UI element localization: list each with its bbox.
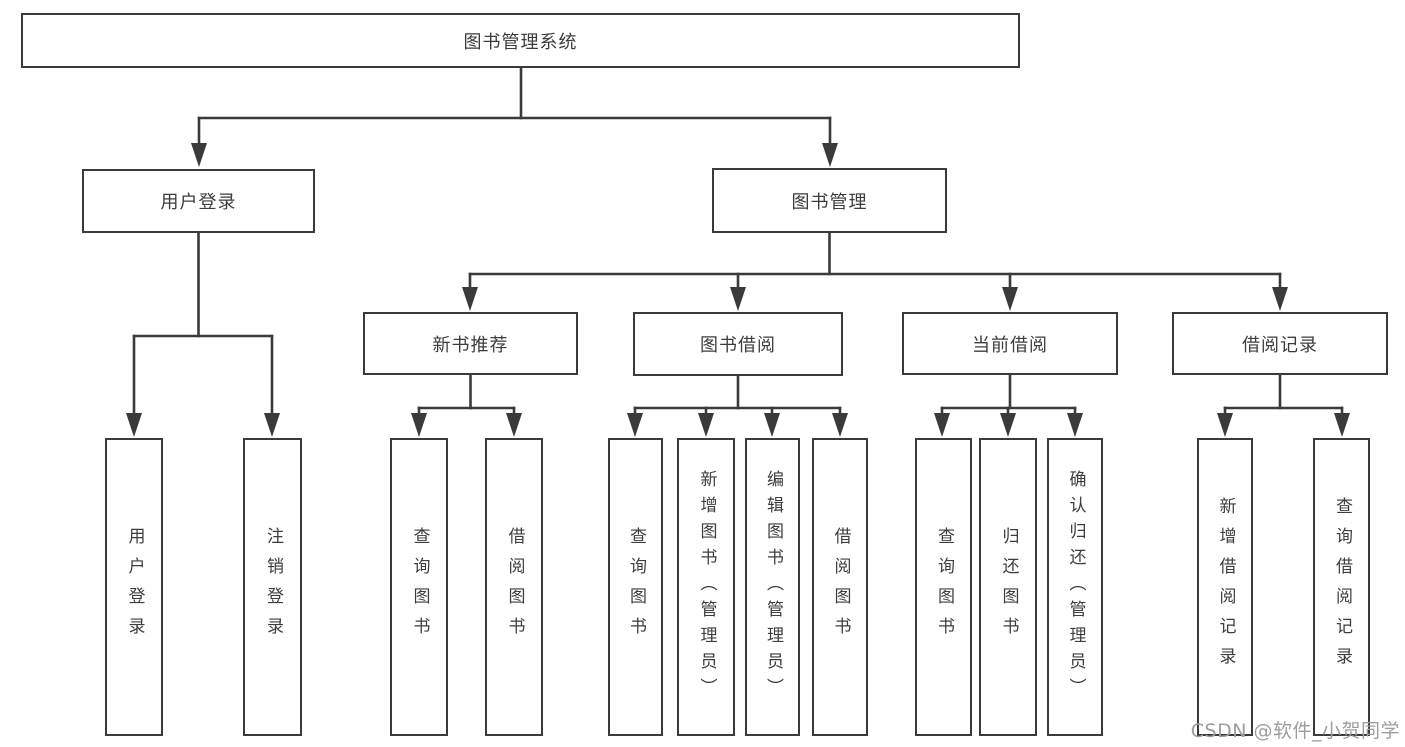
node-new-book-recommend: 新书推荐	[363, 312, 578, 375]
node-current-borrow: 当前借阅	[902, 312, 1118, 375]
leaf-borrow-books-recommend: 借阅图书	[485, 438, 543, 736]
leaf-edit-book-admin: 编辑图书（管理员）	[745, 438, 800, 736]
leaf-logout: 注销登录	[243, 438, 302, 736]
node-label: 借阅记录	[1242, 334, 1318, 356]
node-label: 图书借阅	[700, 335, 776, 356]
leaf-return-books: 归还图书	[979, 438, 1037, 736]
node-label: 用户登录	[160, 192, 237, 213]
node-book-management: 图书管理	[712, 168, 947, 233]
node-book-borrow: 图书借阅	[633, 312, 843, 376]
leaf-label: 查询图书	[409, 527, 430, 647]
leaf-label: 借阅图书	[504, 527, 525, 647]
leaf-label: 查询图书	[934, 527, 954, 647]
node-borrow-records: 借阅记录	[1172, 312, 1388, 375]
leaf-label: 借阅图书	[830, 527, 851, 647]
leaf-query-books-borrow: 查询图书	[608, 438, 663, 736]
leaf-label: 注销登录	[263, 527, 283, 647]
leaf-label: 新增借阅记录	[1215, 497, 1236, 677]
leaf-confirm-return-admin: 确认归还（管理员）	[1047, 438, 1103, 736]
leaf-label: 新增图书（管理员）	[696, 470, 717, 704]
watermark: CSDN @软件_小贺同学	[1190, 720, 1400, 742]
leaf-label: 查询借阅记录	[1332, 497, 1352, 677]
node-label: 新书推荐	[432, 334, 509, 356]
leaf-borrow-books: 借阅图书	[812, 438, 868, 736]
leaf-add-book-admin: 新增图书（管理员）	[677, 438, 735, 736]
node-label: 图书管理系统	[463, 31, 578, 53]
leaf-query-books-recommend: 查询图书	[390, 438, 448, 736]
leaf-add-borrow-record: 新增借阅记录	[1197, 438, 1253, 736]
leaf-label: 查询图书	[626, 527, 646, 647]
node-user-login: 用户登录	[82, 169, 315, 233]
leaf-label: 编辑图书（管理员）	[763, 470, 783, 704]
node-label: 当前借阅	[972, 334, 1048, 356]
node-label: 图书管理	[791, 191, 868, 213]
leaf-label: 归还图书	[998, 527, 1019, 647]
leaf-user-login: 用户登录	[105, 438, 163, 736]
leaf-query-borrow-record: 查询借阅记录	[1313, 438, 1370, 736]
node-library-system: 图书管理系统	[21, 13, 1020, 68]
leaf-query-books-current: 查询图书	[915, 438, 972, 736]
leaf-label: 用户登录	[124, 527, 145, 647]
leaf-label: 确认归还（管理员）	[1065, 470, 1086, 704]
